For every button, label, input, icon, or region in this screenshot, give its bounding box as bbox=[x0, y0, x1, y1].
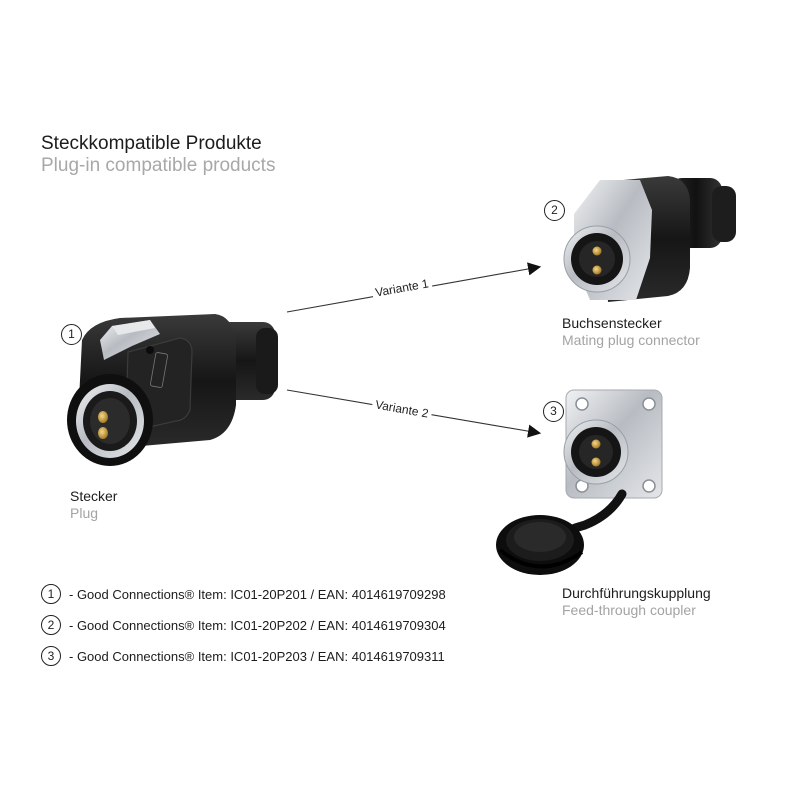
legend-row: 2 - Good Connections® Item: IC01-20P202 … bbox=[41, 614, 446, 636]
legend-number-badge: 3 bbox=[41, 646, 61, 666]
legend-row: 1 - Good Connections® Item: IC01-20P201 … bbox=[41, 583, 446, 605]
page-subtitle: Plug-in compatible products bbox=[41, 155, 276, 176]
product-1-name-en: Plug bbox=[70, 505, 99, 521]
legend-number-badge: 1 bbox=[41, 584, 61, 604]
product-2-name-en: Mating plug connector bbox=[562, 332, 700, 348]
product-2-name: Buchsenstecker bbox=[562, 315, 662, 331]
product-3-name-en: Feed-through coupler bbox=[562, 602, 696, 618]
legend-text: - Good Connections® Item: IC01-20P202 / … bbox=[69, 617, 446, 633]
product-1-number-badge: 1 bbox=[61, 324, 82, 345]
mating-connector-image bbox=[563, 176, 736, 302]
legend-text: - Good Connections® Item: IC01-20P201 / … bbox=[69, 586, 446, 602]
feedthrough-coupler-image bbox=[496, 389, 663, 575]
product-1-name: Stecker bbox=[70, 488, 118, 504]
product-3-number-badge: 3 bbox=[543, 401, 564, 422]
product-3-name: Durchführungskupplung bbox=[562, 585, 711, 601]
legend-number-badge: 2 bbox=[41, 615, 61, 635]
plug-connector-image bbox=[67, 314, 278, 466]
legend-row: 3 - Good Connections® Item: IC01-20P203 … bbox=[41, 645, 445, 667]
legend-text: - Good Connections® Item: IC01-20P203 / … bbox=[69, 648, 445, 664]
page-title: Steckkompatible Produkte bbox=[41, 133, 262, 154]
product-2-number-badge: 2 bbox=[544, 200, 565, 221]
